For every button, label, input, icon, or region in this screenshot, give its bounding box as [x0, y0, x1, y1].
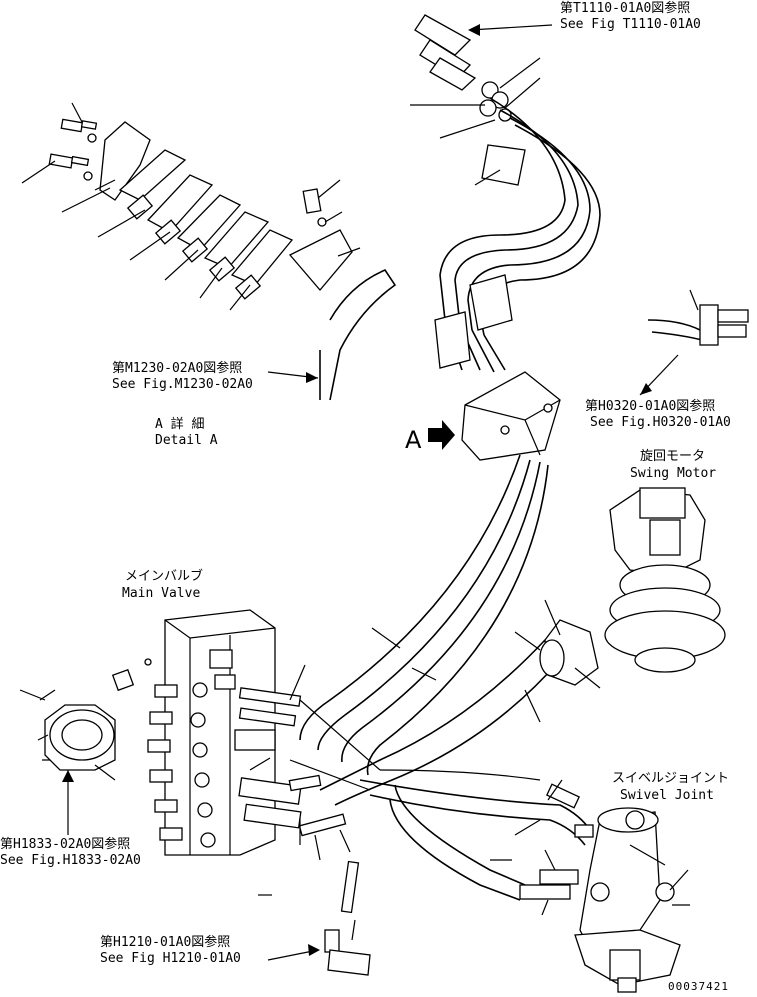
detail-a-marker: A: [405, 426, 422, 454]
bolt-upper: [60, 118, 98, 133]
ref-h1833-jp: 第H1833-02A0図参照: [0, 836, 130, 852]
h1833-part: [19, 689, 116, 835]
ref-h0320-jp: 第H0320-01A0図参照: [585, 398, 715, 414]
h0320-inset: [639, 289, 749, 396]
ref-h0320-en: See Fig.H0320-01A0: [590, 415, 731, 430]
detail-a-block: [428, 371, 561, 461]
main-valve: [111, 609, 381, 976]
swivel-joint: [514, 779, 690, 993]
o-ring: [144, 658, 152, 666]
ref-h1210-jp: 第H1210-01A0図参照: [100, 934, 230, 950]
main-valve-label-en: Main Valve: [122, 586, 200, 601]
bracket: [99, 121, 151, 201]
swivel-joint-label-en: Swivel Joint: [620, 788, 714, 803]
swing-motor-label-en: Swing Motor: [630, 466, 716, 481]
valve-fittings: [147, 649, 236, 848]
detail-a-arrow: [428, 420, 455, 450]
ref-m1230-jp: 第M1230-02A0図参照: [112, 360, 242, 376]
drawing-id: 00037421: [668, 980, 729, 993]
swing-motor-label-jp: 旋回モータ: [640, 449, 705, 464]
main-hoses: [258, 454, 591, 901]
bolt-right: [302, 188, 322, 214]
upper-hose-bundle: [410, 14, 601, 373]
detail-a-en: Detail A: [155, 433, 218, 448]
washer: [317, 217, 327, 227]
ref-t1110-jp: 第T1110-01A0図参照: [560, 0, 690, 16]
washer: [87, 133, 97, 143]
washer: [83, 171, 93, 181]
plug: [111, 668, 135, 692]
ref-h1210-en: See Fig H1210-01A0: [100, 951, 241, 966]
clamp-blocks: [118, 149, 294, 300]
ref-t1110-en: See Fig T1110-01A0: [560, 17, 701, 32]
detail-a-drawing: [21, 102, 397, 401]
bracket-plate: [288, 229, 353, 292]
bolt-lower: [48, 153, 90, 169]
detail-a-jp: A 詳 細: [155, 416, 204, 432]
swivel-joint-label-jp: スイベルジョイント: [612, 771, 729, 786]
swing-motor: [539, 487, 726, 689]
ref-h1833-en: See Fig.H1833-02A0: [0, 853, 141, 868]
valve-hose-fittings: [234, 687, 381, 837]
ref-m1230-en: See Fig.M1230-02A0: [112, 377, 253, 392]
main-valve-label-jp: メインバルブ: [125, 568, 203, 584]
frame-edge: [329, 269, 397, 401]
